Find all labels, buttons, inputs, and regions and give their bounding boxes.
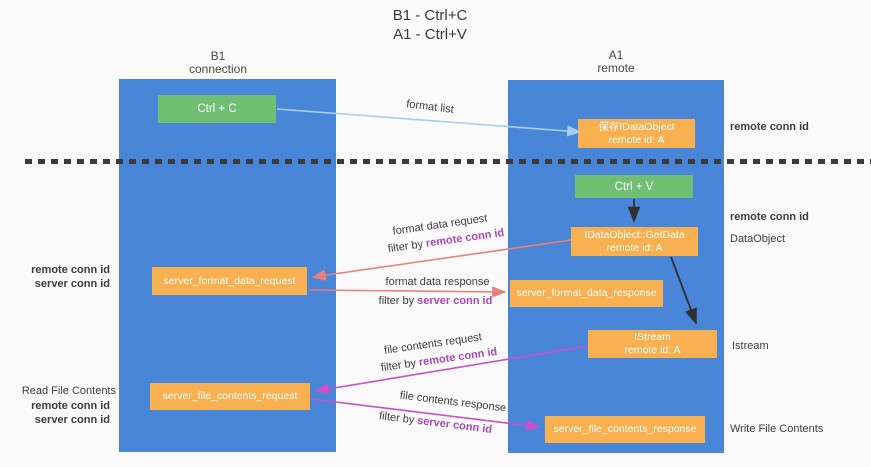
getdata-line1: IDataObject::GetData <box>584 228 685 241</box>
column-header-a1: A1 remote <box>541 49 691 75</box>
istream-box: IStream remote id: A <box>588 330 717 358</box>
title-line-2: A1 - Ctrl+V <box>393 26 467 43</box>
format-data-response-arrow <box>308 286 507 298</box>
filter-by-text: filter by <box>387 238 424 256</box>
b1-name: B1 <box>210 49 226 63</box>
file-contents-response-label: file contents response <box>399 389 507 415</box>
save-idataobject-line2: remote id: A <box>608 133 665 146</box>
server-file-contents-response-label: server_file_contents_response <box>553 423 697 435</box>
server-file-contents-response-box: server_file_contents_response <box>545 416 705 443</box>
right-istream-label: Istream <box>732 340 769 352</box>
format-data-response-label: format data response <box>385 276 490 288</box>
column-header-b1: B1 connection <box>143 50 293 76</box>
server-file-contents-request-box: server_file_contents_request <box>150 383 310 410</box>
a1-name: A1 <box>608 48 624 62</box>
filter-by-text: filter by <box>378 410 416 427</box>
left-read-file-contents-label: Read File Contents <box>21 385 116 397</box>
left-remote-conn-id-1: remote conn id <box>31 264 110 276</box>
title-line-1: B1 - Ctrl+C <box>392 7 468 24</box>
b1-subtitle: connection <box>188 62 248 76</box>
filter-by-text: filter by <box>380 357 417 375</box>
left-server-conn-id-2: server conn id <box>34 414 110 426</box>
diagram-title: B1 - Ctrl+C A1 - Ctrl+V <box>330 6 530 44</box>
server-conn-id-text: server conn id <box>416 414 493 436</box>
ctrl-v-label: Ctrl + V <box>614 180 654 193</box>
getdata-line2: remote id: A <box>606 241 663 254</box>
istream-line1: IStream <box>634 331 671 343</box>
server-format-data-request-label: server_format_data_request <box>163 274 296 287</box>
istream-line2: remote id: A <box>624 344 681 356</box>
right-remote-conn-id-1: remote conn id <box>730 121 809 133</box>
filter-by-text: filter by <box>378 295 415 307</box>
save-idataobject-line1: 保存IDataObject <box>598 120 675 133</box>
right-write-file-contents-label: Write File Contents <box>730 423 824 435</box>
a1-subtitle: remote <box>597 61 635 75</box>
machine-boundary-dashed-line <box>25 159 871 164</box>
format-list-label: format list <box>405 98 455 116</box>
idataobject-getdata-box: IDataObject::GetData remote id: A <box>571 227 698 256</box>
server-file-contents-request-label: server_file_contents_request <box>162 390 298 402</box>
right-remote-conn-id-2: remote conn id <box>730 211 809 223</box>
ctrl-c-box: Ctrl + C <box>158 95 276 123</box>
server-format-data-response-box: server_format_data_response <box>510 280 663 307</box>
save-idataobject-box: 保存IDataObject remote id: A <box>578 119 695 148</box>
ctrl-c-label: Ctrl + C <box>197 103 237 115</box>
server-conn-id-text: server conn id <box>417 295 493 307</box>
ctrl-v-box: Ctrl + V <box>575 175 693 198</box>
server-format-data-request-box: server_format_data_request <box>152 267 307 295</box>
left-server-conn-id-1: server conn id <box>34 278 110 290</box>
left-remote-conn-id-2: remote conn id <box>31 400 110 412</box>
server-format-data-response-label: server_format_data_response <box>516 287 657 299</box>
right-dataobject-label: DataObject <box>730 233 786 245</box>
